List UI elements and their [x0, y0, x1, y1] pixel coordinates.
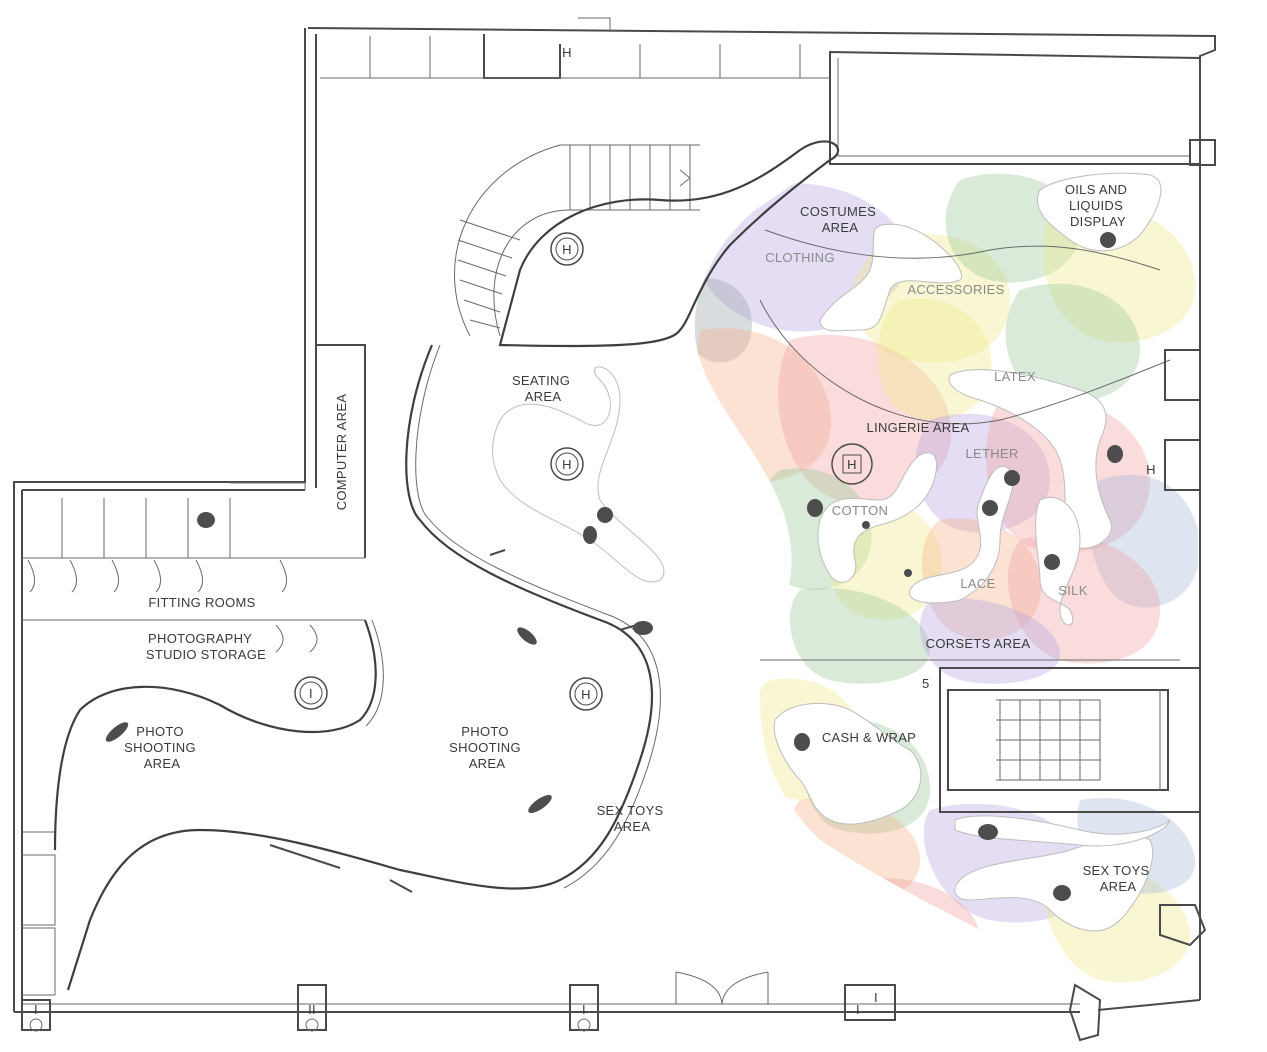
label-computer-area: COMPUTER AREA [334, 394, 349, 511]
person-icon [862, 521, 870, 529]
h-marker-seating: H [550, 447, 584, 481]
i-marker-col-4: I [856, 1002, 860, 1017]
label-cash-wrap: CASH & WRAP [822, 730, 916, 745]
person-icon [583, 526, 597, 544]
i-marker-col-3: I [582, 1002, 586, 1017]
oils-display-island [1036, 172, 1162, 252]
i-marker-col-5: I [874, 990, 878, 1005]
latex-island [948, 369, 1113, 549]
counter-island [954, 815, 1171, 847]
blob-pink-1 [778, 334, 952, 502]
svg-text:H: H [562, 242, 572, 257]
blob-gray-1 [694, 278, 752, 363]
person-icon [1004, 470, 1020, 486]
i-marker-storage: I [294, 676, 328, 710]
svg-text:H: H [562, 457, 572, 472]
person-icon [528, 794, 552, 814]
costumes-island [819, 223, 963, 332]
label-photo-shooting-left: PHOTO SHOOTING AREA [124, 724, 200, 771]
label-sex-toys-right: SEX TOYS AREA [1083, 863, 1154, 894]
person-icon [597, 507, 613, 523]
person-icon [1044, 554, 1060, 570]
label-accessories: ACCESSORIES [907, 282, 1004, 297]
label-fitting-rooms: FITTING ROOMS [148, 595, 255, 610]
person-icon [517, 627, 537, 645]
markers: H H H H I H H I II I I I [34, 45, 1156, 1017]
blob-purple-2 [915, 413, 1050, 533]
label-photo-storage: PHOTOGRAPHY STUDIO STORAGE [146, 631, 266, 662]
person-icon [1100, 232, 1116, 248]
person-icon [904, 569, 912, 577]
blob-green-2 [1005, 283, 1140, 403]
person-icon [807, 499, 823, 517]
label-photo-shooting-center: PHOTO SHOOTING AREA [449, 724, 525, 771]
svg-text:H: H [581, 687, 591, 702]
h-marker-lingerie: H [831, 443, 873, 485]
label-lace: LACE [960, 576, 995, 591]
stair-core: 5 [760, 659, 1201, 813]
h-marker-top: H [562, 45, 572, 60]
blob-purple-3 [920, 598, 1060, 684]
stair-number: 5 [922, 676, 930, 691]
people-figures [105, 232, 1123, 901]
label-seating-area: SEATING AREA [512, 373, 574, 404]
label-corsets-area: CORSETS AREA [926, 636, 1031, 651]
person-icon [197, 512, 215, 528]
sex-toys-island [954, 835, 1154, 932]
label-silk: SILK [1058, 583, 1087, 598]
cash-wrap-island [773, 702, 922, 825]
person-icon [978, 824, 998, 840]
lether-lace-island [909, 465, 1014, 604]
label-clothing: CLOTHING [765, 250, 835, 265]
cotton-island [817, 452, 938, 583]
person-icon [982, 500, 998, 516]
area-labels: COSTUMES AREA CLOTHING ACCESSORIES OILS … [124, 182, 1154, 894]
columns [21, 139, 1216, 1042]
blob-blue-1 [1089, 474, 1198, 608]
label-lingerie-area: LINGERIE AREA [867, 420, 970, 435]
person-icon [1107, 445, 1123, 463]
person-icon [633, 621, 653, 635]
person-icon [794, 733, 810, 751]
h-marker-right: H [1146, 462, 1156, 477]
person-icon [105, 722, 129, 742]
svg-text:I: I [309, 686, 313, 701]
person-icon [1053, 885, 1071, 901]
h-marker-stair: H [550, 232, 584, 266]
building-walls [13, 17, 1216, 1013]
h-marker-photo: H [569, 677, 603, 711]
label-sex-toys-center: SEX TOYS AREA [597, 803, 668, 834]
main-staircase [454, 144, 700, 337]
label-costumes-area: COSTUMES AREA [800, 204, 880, 235]
ii-marker-col-2: II [308, 1002, 316, 1017]
label-lether: LETHER [965, 446, 1018, 461]
curved-walls [53, 140, 840, 991]
label-oils-display: OILS AND LIQUIDS DISPLAY [1065, 182, 1131, 229]
label-latex: LATEX [994, 369, 1036, 384]
svg-text:H: H [847, 457, 857, 472]
label-cotton: COTTON [832, 503, 888, 518]
i-marker-col-1: I [34, 1002, 38, 1017]
